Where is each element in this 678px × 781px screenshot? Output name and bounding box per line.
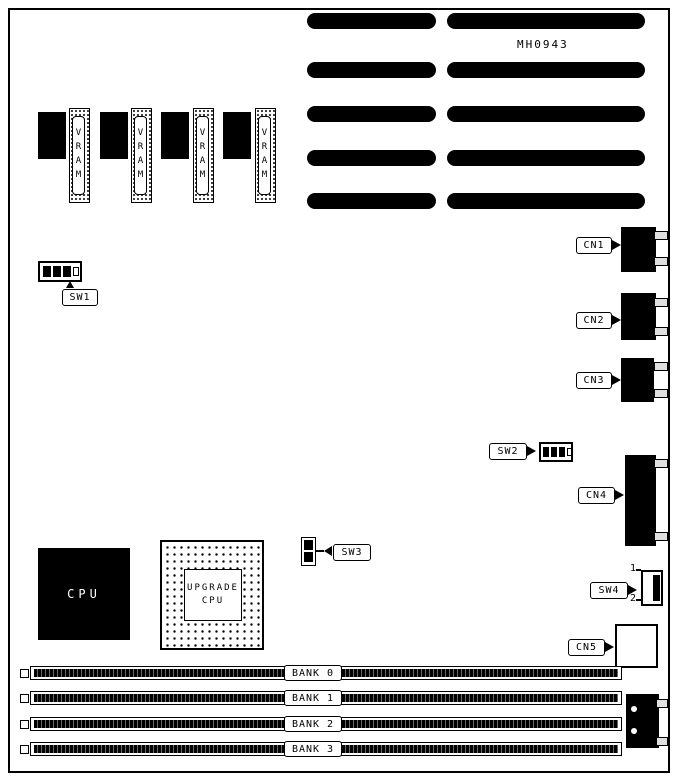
- simm-clip: [20, 694, 29, 703]
- expansion-slot: [307, 62, 436, 78]
- sw3-leader-line: [316, 550, 324, 552]
- expansion-slot: [447, 62, 645, 78]
- vram-label-text: VRAM: [73, 127, 84, 184]
- mounting-tab: [654, 532, 668, 541]
- sw4-pin1-label: 1: [630, 563, 637, 574]
- cn1-label: CN1: [576, 237, 612, 254]
- rear-connector: [626, 694, 659, 748]
- mounting-tab: [654, 459, 668, 468]
- bank-1-label: BANK 1: [284, 690, 342, 706]
- vram-chip: [161, 112, 189, 159]
- simm-clip: [20, 745, 29, 754]
- expansion-slot: [307, 13, 436, 29]
- expansion-slot: [447, 193, 645, 209]
- mounting-tab: [654, 257, 668, 266]
- vram-chip: [223, 112, 251, 159]
- cn3-connector: [621, 358, 654, 402]
- switch-position: [73, 267, 79, 276]
- sw4-pin2-line: [636, 599, 641, 601]
- switch-position: [53, 266, 61, 277]
- cn1-connector: [621, 227, 656, 272]
- cn5-pointer: [605, 642, 614, 652]
- cn5-label: CN5: [568, 639, 605, 656]
- expansion-slot: [307, 106, 436, 122]
- cn5-connector: [615, 624, 658, 668]
- simm-clip: [20, 720, 29, 729]
- expansion-slot: [447, 150, 645, 166]
- switch-position: [304, 552, 313, 562]
- cn4-pointer: [615, 490, 624, 500]
- switch-position: [63, 266, 71, 277]
- vram-label-text: VRAM: [259, 127, 270, 184]
- cpu-label: CPU: [67, 587, 101, 601]
- sw2-label: SW2: [489, 443, 527, 460]
- sw1-pointer: [66, 281, 74, 288]
- mounting-tab: [654, 362, 668, 371]
- sw1-dip-switch: [38, 261, 82, 282]
- cn3-pointer: [612, 375, 621, 385]
- vram-label: VRAM: [134, 116, 147, 195]
- upgrade-cpu-label: UPGRADE CPU: [184, 569, 242, 621]
- sw4-pin2-label: 2: [630, 593, 637, 604]
- upgrade-cpu-label-line2: CPU: [201, 596, 225, 606]
- vram-chip: [38, 112, 66, 159]
- cn1-pointer: [612, 240, 621, 250]
- vram-module: VRAM: [69, 108, 90, 203]
- cn2-connector: [621, 293, 656, 340]
- bank-3-label: BANK 3: [284, 741, 342, 757]
- bank-2-label: BANK 2: [284, 716, 342, 732]
- sw4-pin1-line: [636, 569, 641, 571]
- sw2-pointer: [527, 446, 536, 456]
- mounting-tab: [654, 231, 668, 240]
- switch-position: [567, 448, 572, 456]
- vram-module: VRAM: [193, 108, 214, 203]
- switch-position: [559, 447, 565, 457]
- mounting-tab: [656, 699, 668, 708]
- vram-label-text: VRAM: [197, 127, 208, 184]
- cn2-pointer: [612, 315, 621, 325]
- vram-module: VRAM: [131, 108, 152, 203]
- connector-pin: [631, 728, 637, 734]
- cn4-connector: [625, 455, 656, 546]
- sw1-label: SW1: [62, 289, 98, 306]
- sw3-label: SW3: [333, 544, 371, 561]
- mounting-tab: [656, 737, 668, 746]
- switch-position: [43, 266, 51, 277]
- sw4-switch-actuator: [653, 575, 660, 601]
- upgrade-cpu-socket: UPGRADE CPU: [160, 540, 264, 650]
- switch-position: [551, 447, 557, 457]
- vram-label: VRAM: [72, 116, 85, 195]
- vram-module: VRAM: [255, 108, 276, 203]
- mounting-tab: [654, 298, 668, 307]
- expansion-slot: [307, 193, 436, 209]
- cn3-label: CN3: [576, 372, 612, 389]
- part-number: MH0943: [517, 38, 569, 51]
- upgrade-cpu-label-line1: UPGRADE: [187, 583, 239, 593]
- mounting-tab: [654, 327, 668, 336]
- vram-label: VRAM: [258, 116, 271, 195]
- sw4-switch: [641, 570, 663, 606]
- board-outline: [8, 8, 670, 773]
- simm-clip: [20, 669, 29, 678]
- expansion-slot: [307, 150, 436, 166]
- cpu-chip: CPU: [38, 548, 130, 640]
- cn2-label: CN2: [576, 312, 612, 329]
- mounting-tab: [654, 389, 668, 398]
- switch-position: [304, 540, 313, 550]
- sw2-dip-switch: [539, 442, 573, 462]
- bank-0-label: BANK 0: [284, 665, 342, 681]
- expansion-slot: [447, 106, 645, 122]
- expansion-slot: [447, 13, 645, 29]
- vram-label: VRAM: [196, 116, 209, 195]
- cn4-label: CN4: [578, 487, 615, 504]
- sw4-pointer: [628, 585, 637, 595]
- sw3-dip-switch: [301, 537, 316, 566]
- switch-position: [543, 447, 549, 457]
- sw3-pointer: [324, 546, 332, 556]
- vram-label-text: VRAM: [135, 127, 146, 184]
- connector-pin: [631, 706, 637, 712]
- sw4-label: SW4: [590, 582, 628, 599]
- vram-chip: [100, 112, 128, 159]
